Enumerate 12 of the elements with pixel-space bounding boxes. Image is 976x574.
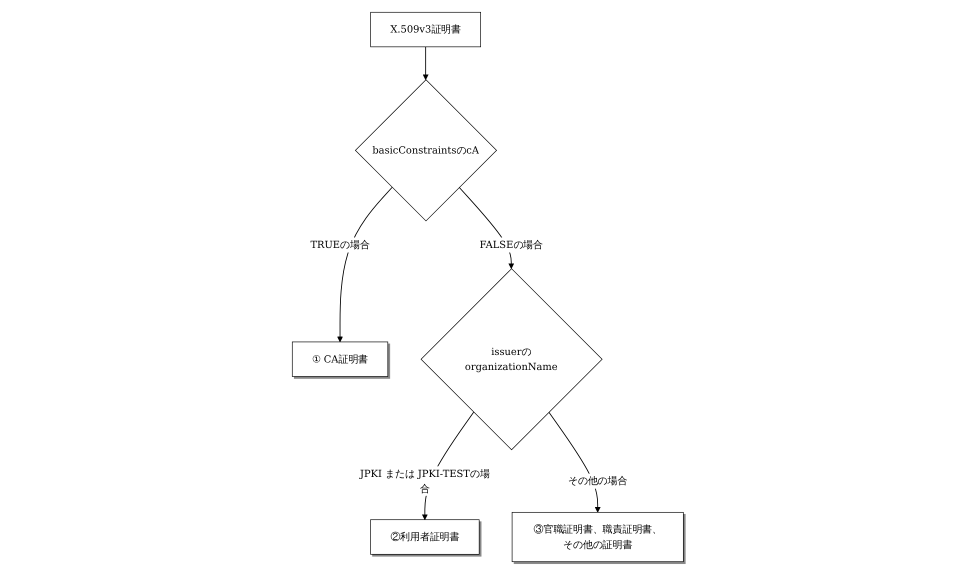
edge-label: その他の場合 bbox=[568, 474, 628, 487]
edge-label: FALSEの場合 bbox=[480, 238, 544, 251]
node-box: ②利用者証明書 bbox=[370, 519, 480, 555]
node-diamond: basicConstraintsのcA bbox=[355, 79, 498, 222]
node-box: X.509v3証明書 bbox=[370, 12, 482, 48]
edge-label: JPKI または JPKI-TESTの場合 bbox=[360, 468, 490, 494]
node-box: ③官職証明書、職責証明書、その他の証明書 bbox=[512, 512, 684, 562]
arrow bbox=[337, 186, 393, 342]
node-diamond: issuerのorganizationName bbox=[420, 268, 603, 450]
edge-label: TRUEの場合 bbox=[310, 238, 370, 251]
arrow bbox=[422, 46, 429, 80]
node-box: ① CA証明書 bbox=[292, 342, 388, 377]
